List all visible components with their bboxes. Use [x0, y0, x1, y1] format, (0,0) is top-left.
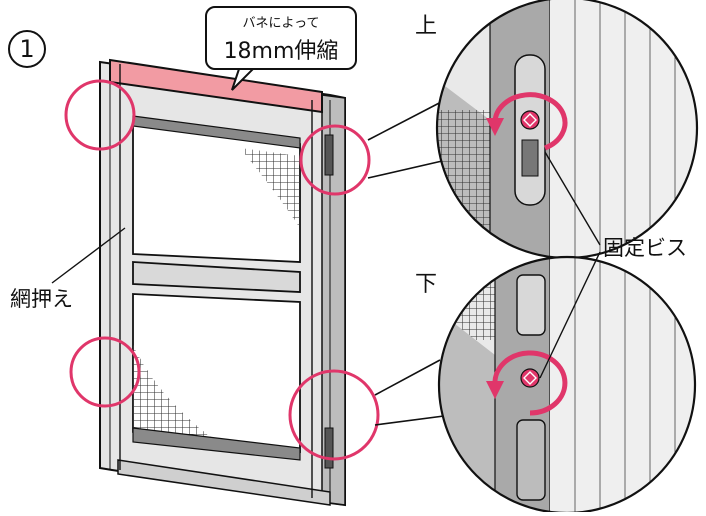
leader-net-holder — [51, 227, 126, 284]
screen-frame — [99, 58, 346, 507]
net-holder-label: 網押え — [10, 287, 73, 311]
highlight-rings — [64, 79, 380, 461]
highlight-ring-bottom-right — [288, 369, 380, 461]
screw-icon-top — [520, 110, 540, 130]
bottom-label: 下 — [415, 272, 438, 297]
zoom-detail-top — [435, 0, 699, 260]
callout-value: 18mm伸縮 — [223, 39, 339, 64]
highlight-ring-top-left — [64, 79, 136, 151]
highlight-ring-bottom-left — [69, 336, 141, 408]
top-label: 上 — [415, 14, 438, 39]
mesh-lower — [133, 345, 212, 438]
highlight-ring-top-right — [299, 124, 371, 196]
zoom-connectors — [367, 99, 491, 426]
leader-fixing-screw — [539, 151, 601, 379]
clockwise-arrow-icon-bottom — [492, 350, 568, 416]
middle-bar — [132, 261, 301, 293]
clockwise-arrow-icon-top — [492, 92, 568, 151]
screw-icon-bottom — [520, 368, 540, 388]
step-number: 1 — [8, 30, 46, 68]
spring-callout: バネによって 18mm伸縮 — [205, 6, 357, 70]
fixing-screw-label: 固定ビス — [603, 236, 687, 260]
zoom-detail-bottom — [437, 255, 697, 515]
mesh-upper — [240, 148, 300, 228]
callout-caption: バネによって — [242, 16, 320, 31]
